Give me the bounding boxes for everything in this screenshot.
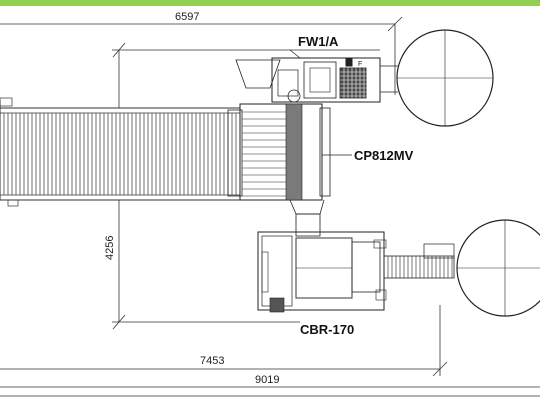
dimension-bottom (0, 386, 540, 397)
label-filler: FW1/A (298, 34, 339, 49)
dimension-vertical-value: 4256 (104, 236, 116, 260)
turntable-bottom (456, 219, 540, 317)
transfer-chute (289, 199, 325, 237)
outfeed-conveyor (383, 243, 455, 279)
dimension-bottom-value: 9019 (255, 374, 279, 386)
dimension-top (0, 16, 403, 95)
dimension-mid (0, 305, 448, 377)
label-capper: CP812MV (354, 148, 414, 163)
dimension-top-value: 6597 (175, 11, 199, 23)
header-accent-bar (0, 0, 540, 6)
labeller-machine (257, 231, 387, 313)
capper-machine (227, 89, 352, 201)
filler-machine (235, 49, 398, 103)
filler-grid-panel (339, 67, 367, 99)
turntable-top (396, 29, 494, 127)
dimension-mid-value: 7453 (200, 355, 224, 367)
infeed-conveyor (0, 97, 241, 207)
filler-tag-f: F (358, 61, 362, 68)
label-conveyor: CBR-170 (300, 322, 354, 337)
